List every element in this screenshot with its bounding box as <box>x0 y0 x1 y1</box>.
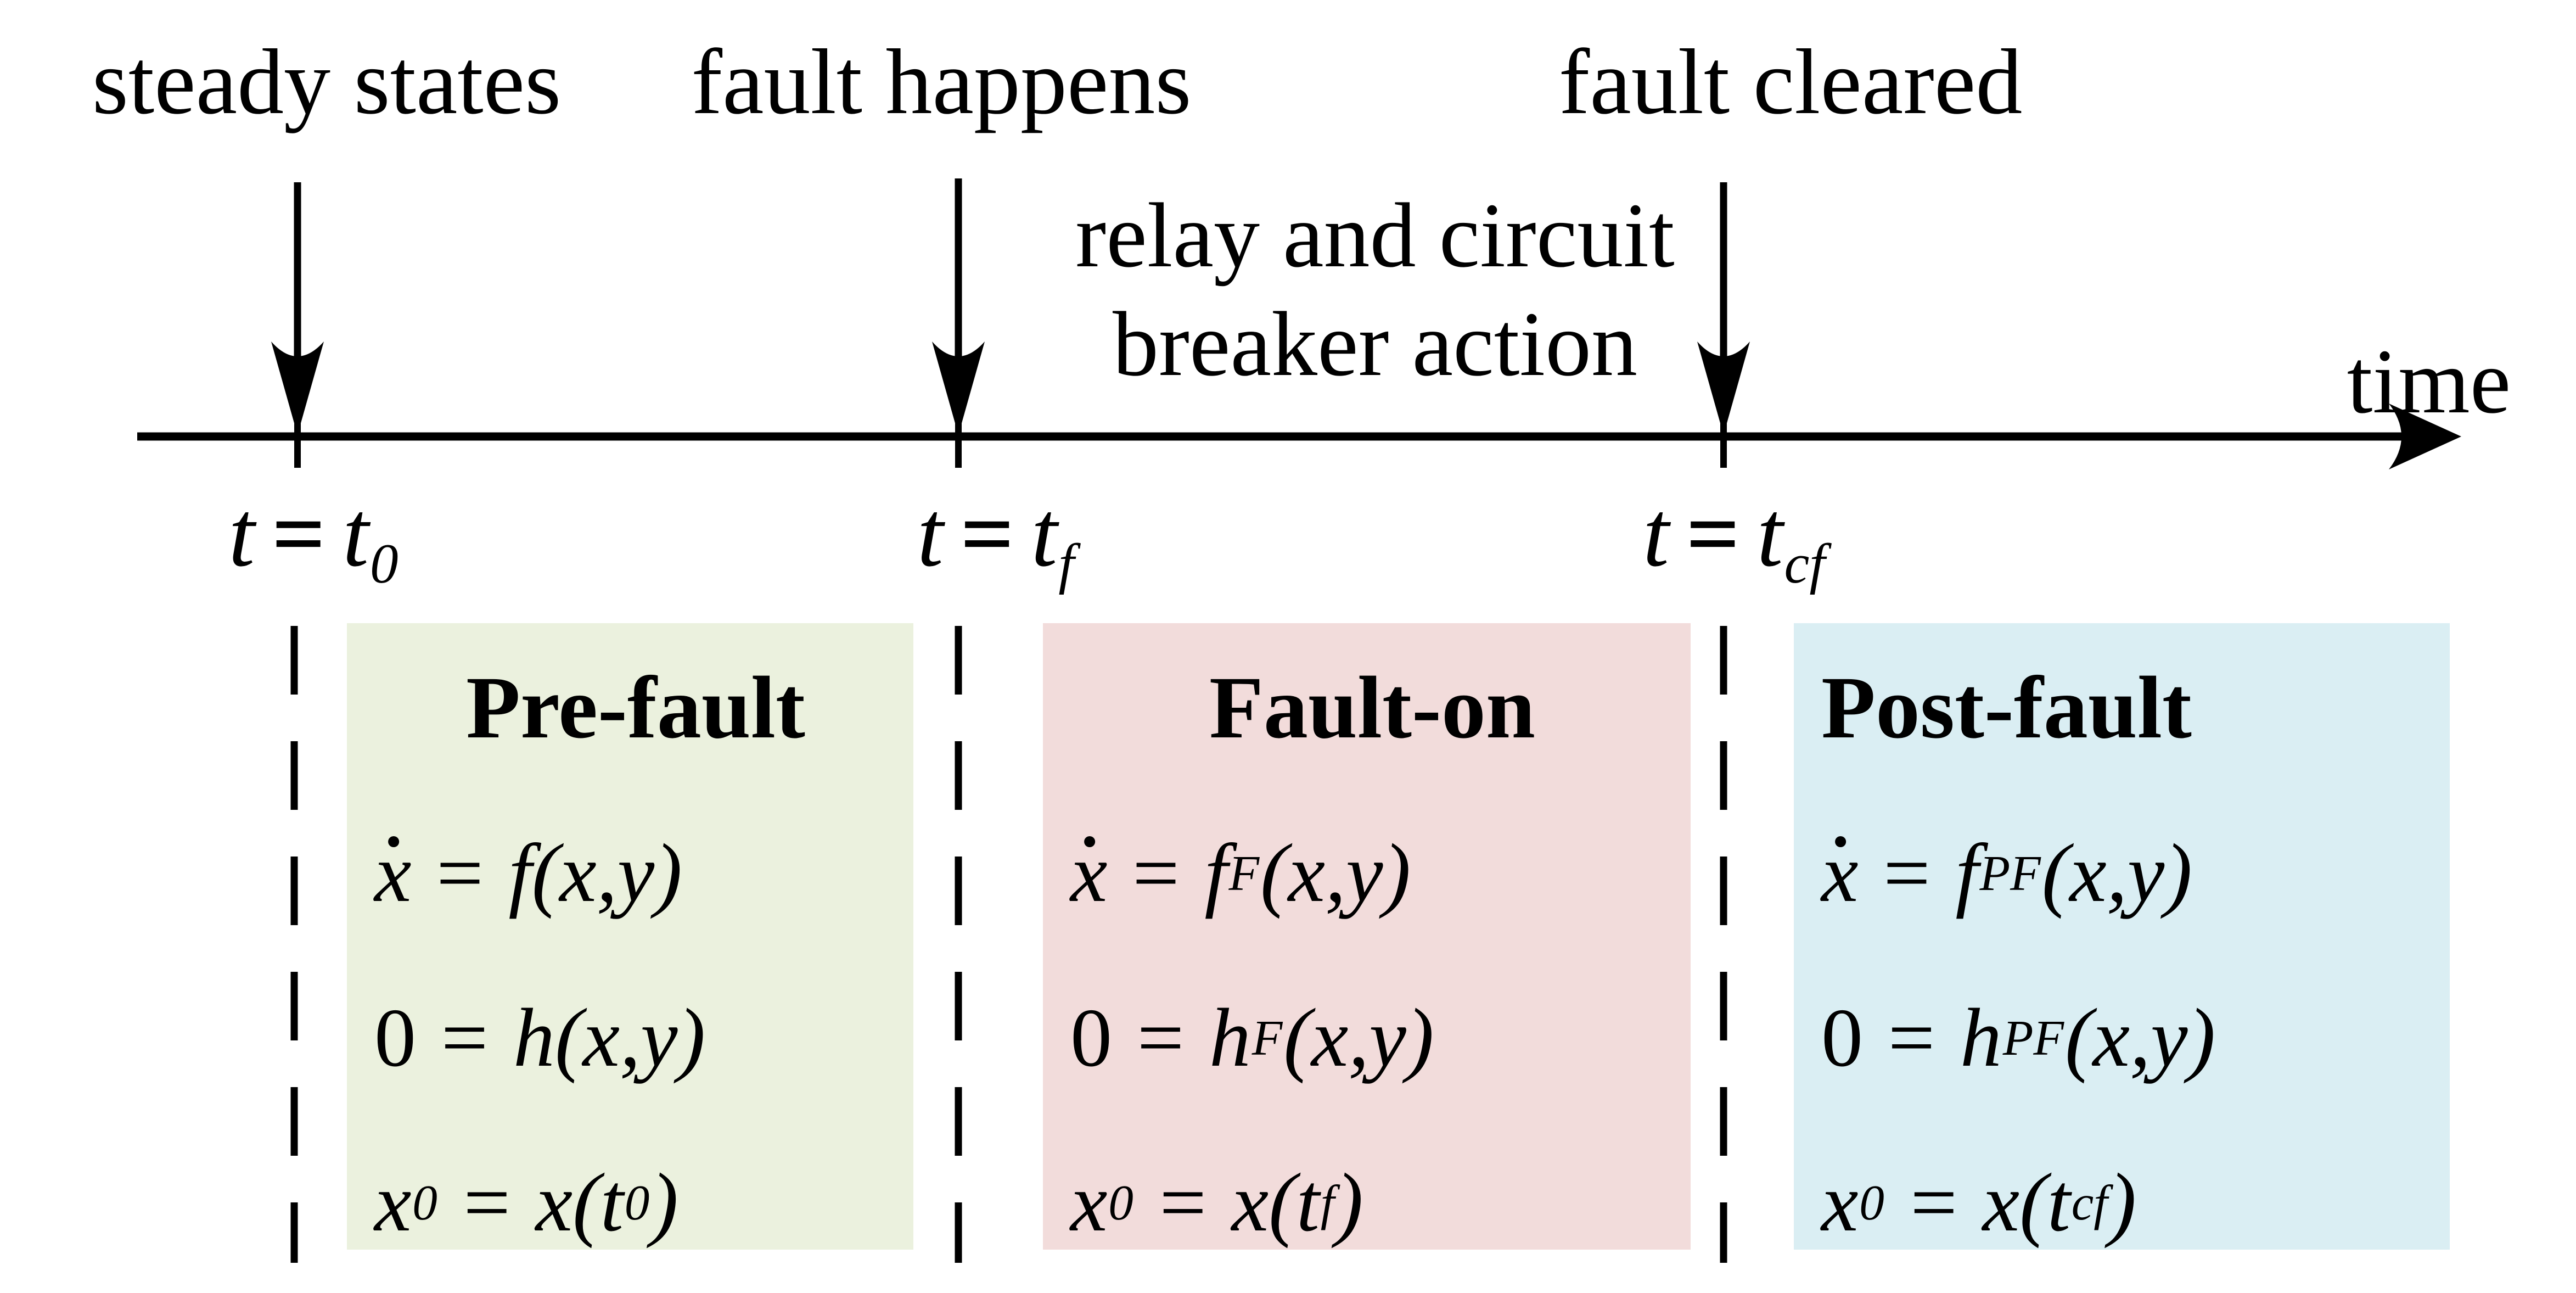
relay-breaker-annotation: relay and circuit breaker action <box>1075 181 1674 399</box>
time-axis-label: time <box>2347 331 2511 433</box>
equation-token: x <box>1231 1156 1269 1249</box>
equation-token: PF <box>1979 845 2041 901</box>
event-arrowhead-fault-cleared-icon <box>1697 342 1750 435</box>
equation-token: 0 <box>1070 992 1112 1084</box>
equation-token: x <box>535 1156 573 1249</box>
equation-token: t <box>1642 482 1669 586</box>
equation-token: 0 <box>1821 992 1863 1084</box>
equation-token: h <box>1209 992 1251 1084</box>
equation-token: = <box>436 827 484 919</box>
equation-token: = <box>1137 992 1185 1084</box>
time-point-label-tf: t=tf <box>917 477 1075 622</box>
equation-token: t <box>228 482 255 586</box>
equation-token: (x,y) <box>2064 992 2216 1084</box>
equation-prefault-differential: x = f(x,y) <box>374 791 897 955</box>
equation-token: 0 <box>412 1174 437 1230</box>
equation-token: x <box>374 825 411 921</box>
equation-token: f <box>1204 827 1228 919</box>
equation-token: (x,y) <box>1260 827 1411 919</box>
equation-token: F <box>1228 845 1260 901</box>
equation-token: x <box>1821 1156 1859 1249</box>
equation-token: (t <box>573 1156 624 1249</box>
equation-token: t <box>1031 482 1058 586</box>
event-label-fault-happens: fault happens <box>691 30 1192 133</box>
equation-token: = <box>1888 992 1935 1084</box>
equation-token: t <box>1756 482 1783 586</box>
time-point-label-t0: t=t0 <box>228 477 399 622</box>
equation-token: 0 <box>369 532 399 595</box>
equation-token: f <box>1320 1174 1335 1230</box>
equation-token: cf <box>1784 532 1825 595</box>
equation-token: f <box>508 827 532 919</box>
annotation-line-2: breaker action <box>1112 293 1638 395</box>
equation-token: x <box>1070 825 1107 921</box>
equation-token: 0 <box>624 1174 650 1230</box>
equation-token: (x,y) <box>554 992 706 1084</box>
annotation-line-1: relay and circuit <box>1075 184 1675 287</box>
equation-token: = <box>463 1156 511 1249</box>
equation-token: ) <box>1335 1156 1363 1249</box>
equation-token: = <box>1883 827 1930 919</box>
event-label-steady-states: steady states <box>92 30 562 133</box>
time-axis-arrowhead-icon <box>2389 404 2461 469</box>
equation-token: x <box>1070 1156 1108 1249</box>
equation-token: h <box>1960 992 2002 1084</box>
equation-token: (t <box>2019 1156 2070 1249</box>
equation-token: 0 <box>1108 1174 1133 1230</box>
equation-token: f <box>1058 532 1075 595</box>
equation-token: (x,y) <box>531 827 682 919</box>
event-label-fault-cleared: fault cleared <box>1558 30 2023 133</box>
phase-title-pre-fault: Pre-fault <box>466 659 805 757</box>
equation-token: cf <box>2071 1174 2108 1230</box>
equation-token: (t <box>1269 1156 1320 1249</box>
equation-token: = <box>1132 827 1180 919</box>
equation-token: = <box>1910 1156 1958 1249</box>
equation-token: (x,y) <box>2041 827 2192 919</box>
equation-token: ) <box>650 1156 678 1249</box>
equation-token: t <box>343 482 369 586</box>
equation-token: PF <box>2002 1010 2064 1066</box>
equation-token: = <box>272 482 326 586</box>
equation-token: = <box>1159 1156 1207 1249</box>
equation-token: (x,y) <box>1283 992 1434 1084</box>
time-point-label-tcf: t=tcf <box>1643 477 1826 622</box>
equation-token: x <box>374 1156 412 1249</box>
equation-token: x <box>1821 825 1858 921</box>
equation-token: = <box>441 992 489 1084</box>
phase-title-fault-on: Fault-on <box>1209 659 1536 757</box>
equation-token: 0 <box>1859 1174 1884 1230</box>
phase-title-post-fault: Post-fault <box>1821 659 2192 757</box>
equation-token: ) <box>2108 1156 2136 1249</box>
equation-token: = <box>1686 482 1740 586</box>
equation-token: x <box>1982 1156 2020 1249</box>
equation-prefault-algebraic: 0 = h(x,y) <box>374 955 897 1120</box>
equation-token: t <box>917 482 944 586</box>
equation-token: h <box>513 992 555 1084</box>
equation-token: F <box>1251 1010 1283 1066</box>
equation-token: 0 <box>374 992 416 1084</box>
event-arrowhead-steady-states-icon <box>271 342 324 435</box>
event-arrowhead-fault-happens-icon <box>932 342 985 435</box>
equation-token: f <box>1955 827 1979 919</box>
equation-token: = <box>960 482 1014 586</box>
